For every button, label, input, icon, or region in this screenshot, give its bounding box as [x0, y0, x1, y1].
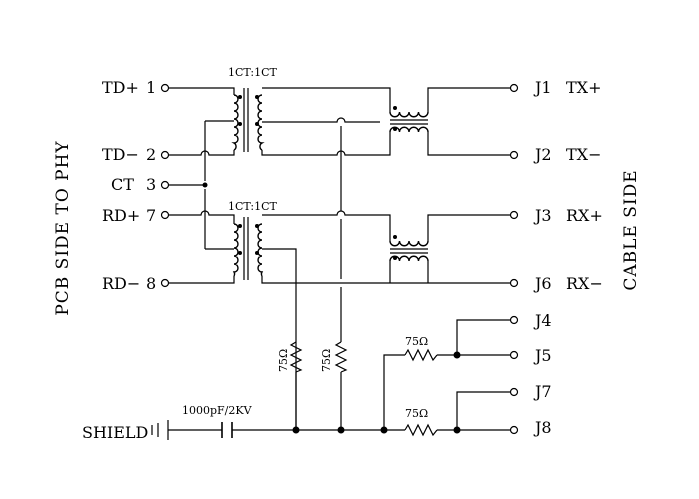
xfmr-top-ratio: 1CT:1CT — [228, 66, 277, 79]
pcb-side-label: PCB SIDE TO PHY — [53, 140, 73, 315]
wiring — [168, 87, 510, 431]
resistor-label-3: 75Ω — [405, 335, 428, 348]
pin-label-rd-minus: RD− — [102, 274, 140, 293]
resistor-r4 — [404, 423, 438, 437]
pin-number-8: 8 — [146, 274, 156, 293]
jack-j6-label: J6 — [533, 274, 552, 293]
pin-label-td-minus: TD− — [102, 145, 139, 164]
transformer-top — [231, 88, 265, 152]
shield-symbol — [151, 420, 169, 440]
resistor-r3 — [404, 348, 438, 362]
junction-dots — [202, 182, 461, 434]
left-terminals — [160, 83, 170, 288]
capacitor-label: 1000pF/2KV — [182, 404, 253, 417]
jack-j4-label: J4 — [533, 311, 552, 330]
resistor-label-4: 75Ω — [405, 407, 428, 420]
transformer-bottom — [232, 217, 264, 280]
pin-number-1: 1 — [146, 78, 156, 97]
shield-label: SHIELD — [82, 423, 148, 442]
choke-top — [389, 106, 429, 133]
pin-label-td-plus: TD+ — [102, 78, 139, 97]
choke-bottom — [389, 235, 429, 262]
jack-j3-label: J3 — [533, 206, 552, 225]
pin-label-ct: CT — [111, 175, 134, 194]
pin-number-7: 7 — [146, 206, 156, 225]
jack-j1-signal: TX+ — [566, 78, 601, 97]
resistor-r1 — [289, 341, 303, 373]
jack-j6-signal: RX− — [566, 274, 603, 293]
capacitor — [221, 422, 233, 438]
jack-j5-label: J5 — [533, 346, 552, 365]
resistor-r2 — [334, 341, 348, 373]
resistor-label-1: 75Ω — [277, 349, 290, 372]
pin-number-2: 2 — [146, 145, 156, 164]
xfmr-bottom-ratio: 1CT:1CT — [228, 200, 277, 213]
jack-j1-label: J1 — [533, 78, 552, 97]
jack-j8-label: J8 — [533, 418, 552, 437]
jack-j2-label: J2 — [533, 145, 552, 164]
pin-number-3: 3 — [146, 175, 156, 194]
jack-j2-signal: TX− — [566, 145, 601, 164]
right-terminals — [509, 83, 519, 435]
cable-side-label: CABLE SIDE — [621, 169, 641, 290]
pin-label-rd-plus: RD+ — [102, 206, 140, 225]
jack-j3-signal: RX+ — [566, 206, 603, 225]
jack-j7-label: J7 — [533, 382, 552, 401]
resistor-label-2: 75Ω — [320, 349, 333, 372]
